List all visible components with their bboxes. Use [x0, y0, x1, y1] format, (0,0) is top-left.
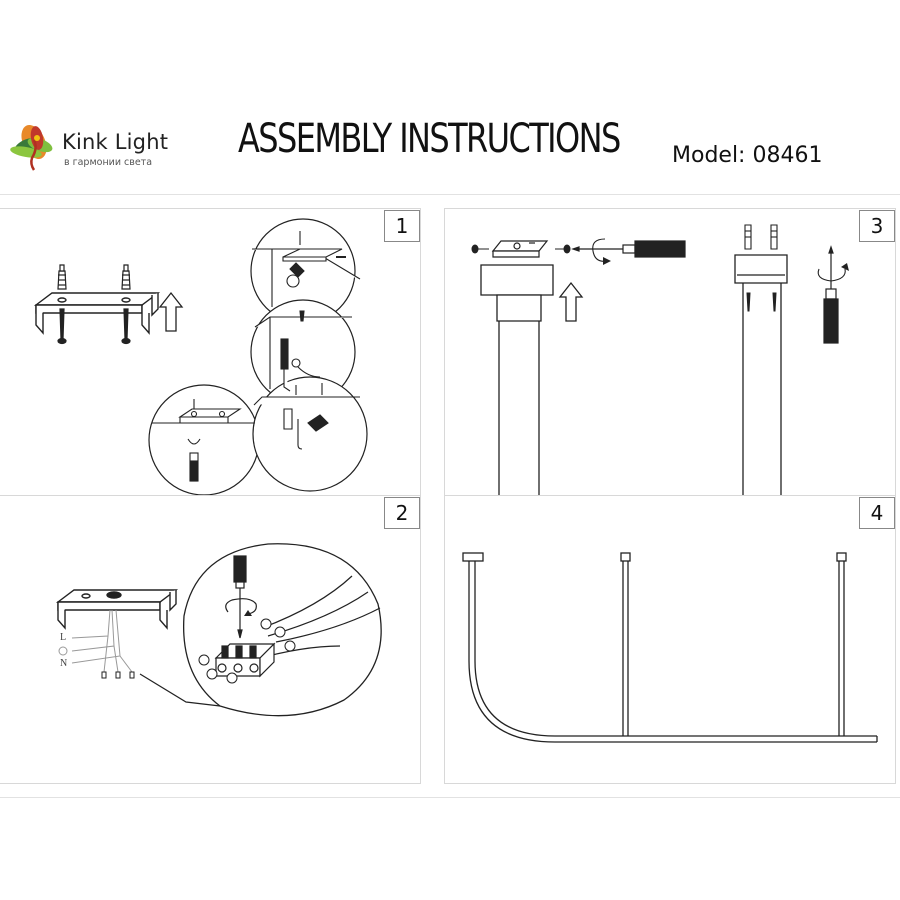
brand-logo: Kink Light в гармонии света	[4, 118, 194, 178]
screwdriver-icon	[823, 245, 839, 344]
rotate-arrow-icon	[817, 268, 846, 282]
rotate-arrow-icon	[592, 238, 608, 262]
up-arrow-icon	[158, 291, 184, 332]
step-2-number: 2	[384, 497, 420, 529]
screwdriver-icon	[233, 555, 247, 639]
detail-circle-icon	[252, 376, 368, 492]
leaf-logo-icon	[10, 125, 53, 171]
wire-label-n: N	[60, 658, 67, 669]
wall-anchor-icon	[57, 264, 131, 290]
screw-icon	[471, 244, 571, 254]
step-2-illustration: L N	[55, 543, 382, 717]
assembled-lamp-icon	[462, 552, 878, 743]
step-1-number: 1	[384, 210, 420, 242]
up-arrow-icon	[558, 281, 584, 322]
detail-circle-icon	[148, 384, 260, 496]
pendant-rod-icon	[480, 264, 554, 496]
step-1-panel: 1	[0, 208, 421, 497]
mounting-bracket-icon	[33, 292, 161, 335]
step-3-illustration	[471, 224, 849, 496]
screw-icon	[746, 292, 777, 312]
pendant-rod-icon	[734, 254, 788, 496]
screwdriver-icon	[571, 240, 686, 258]
step-4-panel: 4	[444, 495, 896, 784]
rotate-arrow-icon	[225, 598, 257, 615]
page-title: ASSEMBLY INSTRUCTIONS	[238, 116, 621, 162]
wall-anchor-icon	[744, 224, 778, 250]
brand-name: Kink Light	[62, 130, 169, 154]
wire-label-l: L	[60, 632, 66, 643]
footer-divider	[0, 797, 900, 798]
step-3-number: 3	[859, 210, 895, 242]
brand-tagline: в гармонии света	[64, 157, 153, 168]
model-number: Model: 08461	[672, 143, 823, 168]
step-3-panel: 3	[444, 208, 896, 497]
supply-wires-icon	[71, 609, 133, 673]
step-1-illustration	[33, 218, 368, 496]
step-2-panel: 2 L N	[0, 495, 421, 784]
step-4-number: 4	[859, 497, 895, 529]
header-divider	[0, 194, 900, 195]
step-4-illustration	[462, 552, 878, 743]
ground-symbol-icon	[58, 646, 68, 656]
screw-icon	[57, 308, 131, 345]
mounting-bracket-icon	[55, 589, 179, 630]
terminal-block-icon	[214, 642, 276, 678]
mounting-bracket-icon	[491, 240, 549, 258]
